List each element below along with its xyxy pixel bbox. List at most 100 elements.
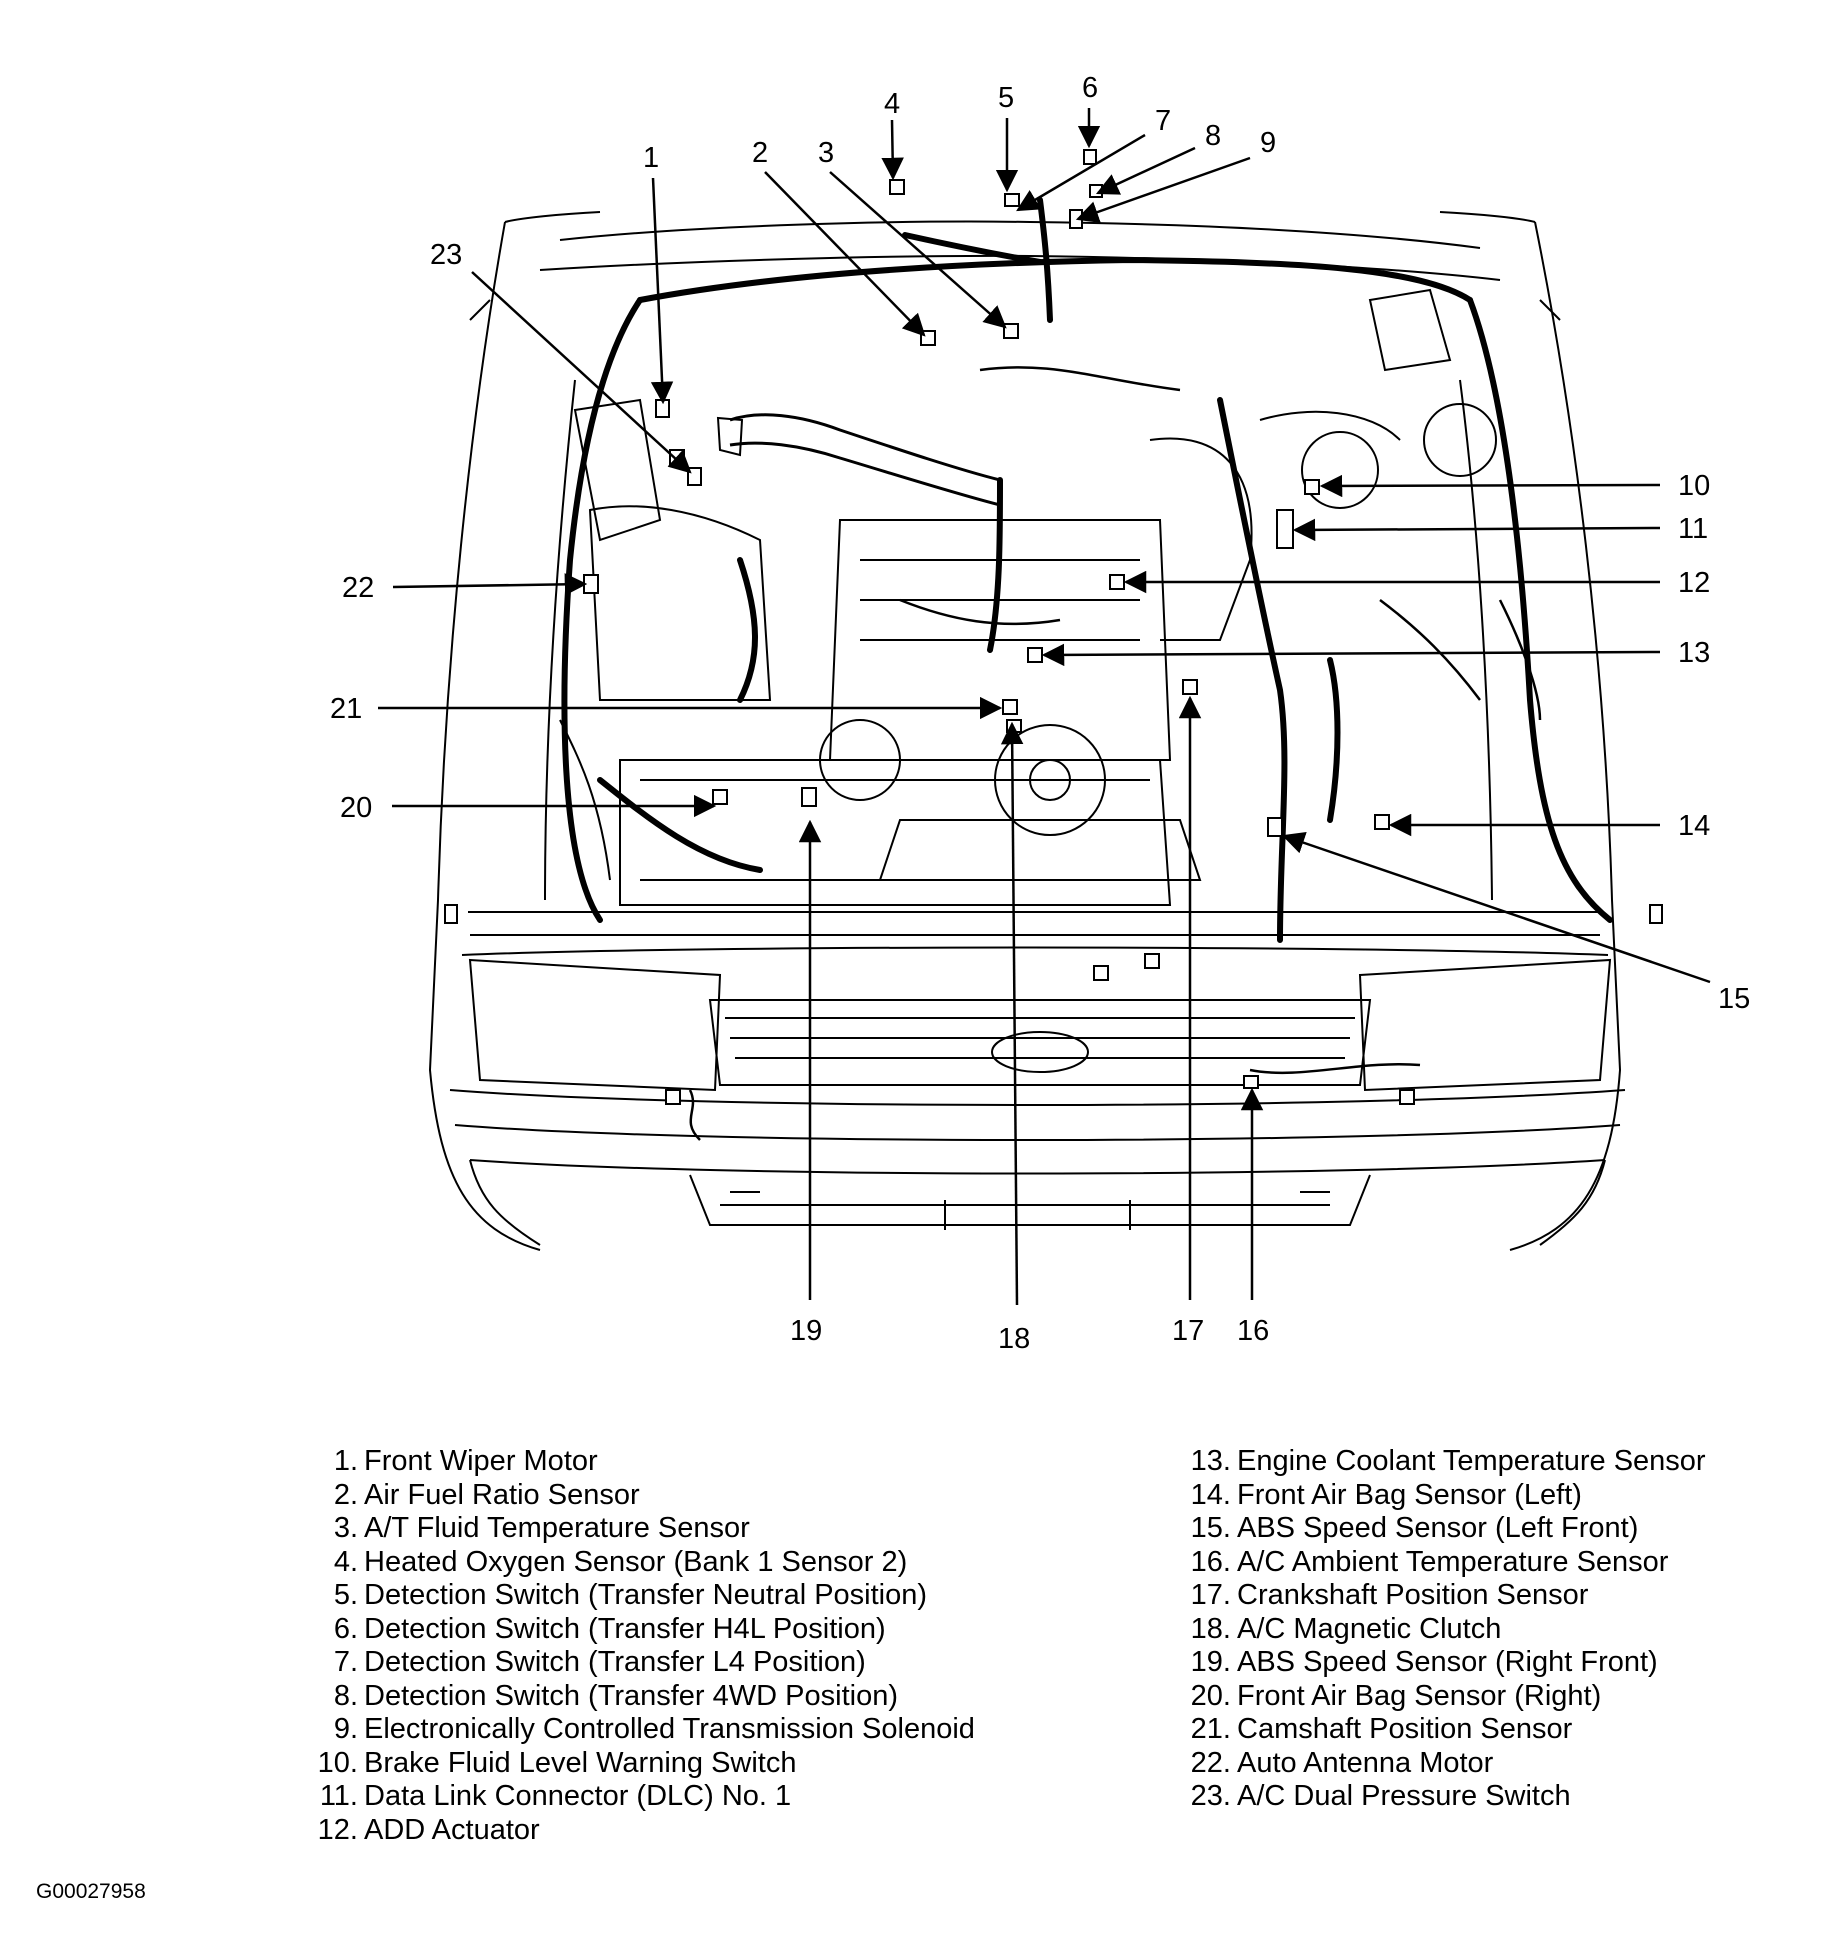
callout-19: 19	[790, 1315, 822, 1347]
legend-label: Front Air Bag Sensor (Left)	[1237, 1478, 1582, 1511]
legend-label: Detection Switch (Transfer H4L Position)	[364, 1612, 886, 1645]
legend-number: 18.	[1190, 1612, 1231, 1645]
legend-label: A/C Ambient Temperature Sensor	[1237, 1545, 1669, 1578]
legend-label: Front Air Bag Sensor (Right)	[1237, 1679, 1602, 1712]
legend-label: ABS Speed Sensor (Right Front)	[1237, 1646, 1658, 1678]
leader-line-22	[392, 573, 588, 596]
legend-number: 5.	[333, 1579, 358, 1611]
legend-label: Air Fuel Ratio Sensor	[364, 1478, 640, 1511]
legend-number: 15.	[1190, 1512, 1231, 1544]
leader-line-15	[1281, 831, 1711, 984]
legend-number: 2.	[333, 1478, 358, 1511]
legend-label: Electronically Controlled Transmission S…	[364, 1713, 975, 1745]
leader-line-13	[1041, 643, 1661, 667]
legend-label: Camshaft Position Sensor	[1237, 1713, 1573, 1745]
callout-9: 9	[1260, 127, 1276, 159]
connectors	[444, 149, 1663, 1105]
legend-number: 3.	[333, 1512, 358, 1544]
callout-18: 18	[998, 1323, 1030, 1355]
figure-code: G00027958	[36, 1880, 146, 1903]
callout-7: 7	[1155, 105, 1171, 137]
legend-label: Heated Oxygen Sensor (Bank 1 Sensor 2)	[364, 1545, 908, 1578]
legend-item: 15.ABS Speed Sensor (Left Front)	[1183, 1512, 1706, 1546]
legend-label: ADD Actuator	[364, 1813, 540, 1846]
leader-line-11	[1292, 518, 1661, 542]
legend-item: 9.Electronically Controlled Transmission…	[310, 1713, 975, 1747]
legend-number: 20.	[1190, 1679, 1231, 1712]
callout-11: 11	[1678, 513, 1708, 545]
legend-label: Crankshaft Position Sensor	[1237, 1579, 1589, 1611]
legend-number: 19.	[1190, 1646, 1231, 1678]
legend-label: Data Link Connector (DLC) No. 1	[364, 1780, 792, 1812]
legend-item: 23.A/C Dual Pressure Switch	[1183, 1780, 1706, 1814]
callout-3: 3	[818, 137, 834, 169]
engine-components	[559, 288, 1497, 906]
callout-17: 17	[1172, 1315, 1204, 1347]
legend-item: 22.Auto Antenna Motor	[1183, 1747, 1706, 1781]
legend-number: 22.	[1190, 1746, 1231, 1779]
vehicle-outline	[428, 211, 1626, 1251]
legend-item: 10.Brake Fluid Level Warning Switch	[310, 1747, 975, 1781]
legend-item: 20.Front Air Bag Sensor (Right)	[1183, 1680, 1706, 1714]
legend-number: 21.	[1190, 1713, 1231, 1745]
legend-number: 9.	[333, 1713, 358, 1745]
callout-22: 22	[342, 572, 374, 604]
legend-label: Detection Switch (Transfer Neutral Posit…	[364, 1579, 928, 1611]
leader-lines	[378, 108, 1711, 1306]
legend-item: 4.Heated Oxygen Sensor (Bank 1 Sensor 2)	[310, 1546, 975, 1580]
legend-number: 7.	[333, 1646, 358, 1678]
leader-line-2	[764, 171, 926, 337]
legend-item: 14.Front Air Bag Sensor (Left)	[1183, 1479, 1706, 1513]
legend-label: Detection Switch (Transfer 4WD Position)	[364, 1679, 898, 1712]
wiring-harness	[561, 197, 1613, 943]
callout-2: 2	[752, 137, 768, 169]
callout-8: 8	[1205, 120, 1221, 152]
legend-item: 11.Data Link Connector (DLC) No. 1	[310, 1780, 975, 1814]
legend-item: 7.Detection Switch (Transfer L4 Position…	[310, 1646, 975, 1680]
legend-item: 1.Front Wiper Motor	[310, 1445, 975, 1479]
leader-line-9	[1075, 156, 1251, 223]
legend-item: 6.Detection Switch (Transfer H4L Positio…	[310, 1613, 975, 1647]
legend-right-column: 13.Engine Coolant Temperature Sensor 14.…	[1183, 1445, 1706, 1814]
legend-number: 6.	[333, 1612, 358, 1645]
legend-number: 12.	[317, 1813, 358, 1846]
callout-14: 14	[1678, 810, 1710, 842]
callout-4: 4	[884, 88, 900, 120]
callout-16: 16	[1237, 1315, 1269, 1347]
legend-item: 19.ABS Speed Sensor (Right Front)	[1183, 1646, 1706, 1680]
legend-item: 13.Engine Coolant Temperature Sensor	[1183, 1445, 1706, 1479]
legend-label: A/C Dual Pressure Switch	[1237, 1780, 1571, 1812]
callout-10: 10	[1678, 470, 1710, 502]
legend-number: 13.	[1190, 1445, 1231, 1477]
legend-left-column: 1.Front Wiper Motor 2.Air Fuel Ratio Sen…	[310, 1445, 975, 1847]
leader-line-4	[881, 119, 904, 181]
legend-number: 16.	[1190, 1545, 1231, 1578]
legend-number: 17.	[1190, 1579, 1231, 1611]
legend-item: 12.ADD Actuator	[310, 1814, 975, 1848]
legend-number: 1.	[333, 1445, 358, 1477]
callout-labels: 1 2 3 4 5 6 7 8 9 10 11 12 13 14 15 16 1…	[330, 72, 1750, 1355]
legend-label: A/C Magnetic Clutch	[1237, 1612, 1502, 1645]
legend-item: 18.A/C Magnetic Clutch	[1183, 1613, 1706, 1647]
legend-label: Front Wiper Motor	[364, 1445, 598, 1477]
callout-23: 23	[430, 239, 462, 271]
legend-item: 17.Crankshaft Position Sensor	[1183, 1579, 1706, 1613]
legend-item: 21.Camshaft Position Sensor	[1183, 1713, 1706, 1747]
callout-13: 13	[1678, 637, 1710, 669]
legend-number: 4.	[333, 1545, 358, 1578]
leader-line-23	[471, 271, 692, 474]
legend-label: ABS Speed Sensor (Left Front)	[1237, 1512, 1639, 1544]
legend-label: Auto Antenna Motor	[1237, 1746, 1494, 1779]
leader-line-1	[650, 177, 674, 405]
leader-line-7	[1016, 133, 1146, 212]
legend-label: Brake Fluid Level Warning Switch	[364, 1746, 797, 1779]
legend-label: A/T Fluid Temperature Sensor	[364, 1512, 750, 1544]
legend-number: 23.	[1190, 1780, 1231, 1812]
leader-line-8	[1095, 146, 1196, 195]
legend-number: 14.	[1190, 1478, 1231, 1511]
legend-item: 3.A/T Fluid Temperature Sensor	[310, 1512, 975, 1546]
legend-number: 10.	[317, 1746, 358, 1779]
callout-6: 6	[1082, 72, 1098, 104]
callout-21: 21	[330, 693, 362, 725]
